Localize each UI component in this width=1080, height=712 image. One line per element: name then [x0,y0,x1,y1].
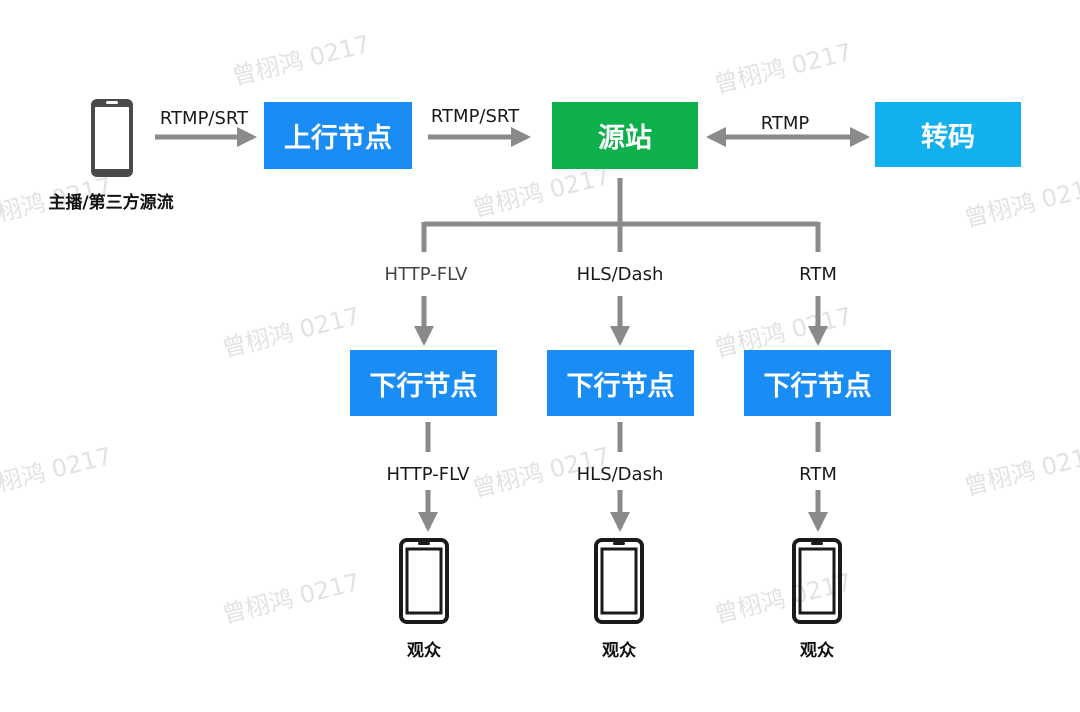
edge-label-origin-down-2: HLS/Dash [576,264,664,285]
source-caption: 主播/第三方源流 [48,193,174,213]
downstream-node-1: 下行节点 [350,350,497,416]
transcode-node: 转码 [875,102,1021,167]
viewer-caption-2: 观众 [602,641,636,661]
phone-icon [594,538,644,624]
phone-icon [91,99,133,177]
edge-label-origin-down-3: RTM [799,264,837,285]
upstream-node: 上行节点 [264,102,412,169]
edge-label-down-viewer-2: HLS/Dash [576,464,664,485]
downstream-node-3: 下行节点 [744,350,891,416]
edge-label-origin-transcode: RTMP [760,113,810,134]
edge-label-source-upstream: RTMP/SRT [159,108,249,129]
viewer-caption-3: 观众 [800,641,834,661]
edge-label-down-viewer-3: RTM [799,464,837,485]
viewer-caption-1: 观众 [407,641,441,661]
edge-label-upstream-origin: RTMP/SRT [430,106,520,127]
edge-label-origin-down-1: HTTP-FLV [384,264,468,285]
downstream-node-2: 下行节点 [547,350,694,416]
edge-label-down-viewer-1: HTTP-FLV [386,464,470,485]
phone-icon [792,538,842,624]
origin-node: 源站 [552,102,698,169]
phone-icon [399,538,449,624]
